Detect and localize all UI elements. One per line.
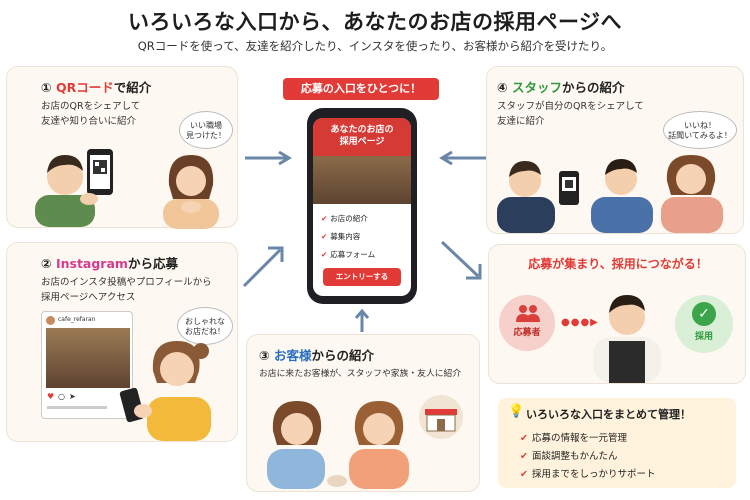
- check-icon: ✔: [520, 469, 528, 480]
- check-icon: ✔: [321, 214, 328, 223]
- phone-page-title: あなたのお店の 採用ページ: [313, 118, 411, 156]
- card-qr-referral: ① QRコードで紹介 お店のQRをシェアして 友達や知り合いに紹介 いい職場 見…: [6, 66, 238, 229]
- arrow-down-right-icon: [440, 240, 482, 280]
- card-staff-heading: ④ スタッフからの紹介: [497, 80, 625, 95]
- list-item[interactable]: ✔お店の紹介: [321, 214, 368, 223]
- card-instagram: ② Instagramから応募 お店のインスタ投稿やプロフィールから 採用ページ…: [6, 242, 238, 442]
- check-icon: ✔: [520, 451, 528, 462]
- progress-dots-arrow-icon: ●●●▶: [561, 317, 599, 328]
- card-qr-heading: ① QRコードで紹介: [41, 80, 152, 95]
- management-card: 💡 いろいろな入口をまとめて管理！ ✔応募の情報を一元管理 ✔面談調整もかんたん…: [498, 398, 736, 488]
- check-icon: ✔: [321, 232, 328, 241]
- two-women-talking-illustration: [267, 401, 409, 489]
- list-item: ✔応募の情報を一元管理: [520, 433, 627, 444]
- speech-bubble: いいね！ 話聞いてみるよ！: [663, 111, 737, 149]
- share-icon: ➤: [69, 392, 76, 401]
- entry-button[interactable]: エントリーする: [323, 268, 401, 286]
- man-showing-phone-illustration: [35, 149, 113, 227]
- arrow-up-icon: [354, 308, 370, 332]
- check-circle-icon: ✓: [692, 302, 716, 326]
- speech-bubble: いい職場 見つけた！: [179, 111, 233, 149]
- arrow-left-icon: [439, 150, 486, 166]
- card-customer-referral: ③ お客様からの紹介 お店に来たお客様が、スタッフや家族・友人に紹介: [246, 334, 480, 492]
- check-icon: ✔: [520, 433, 528, 444]
- shop-owner-illustration: [593, 295, 661, 383]
- recruit-page-phone: あなたのお店の 採用ページ ✔お店の紹介 ✔募集内容 ✔応募フォーム エントリー…: [307, 108, 417, 304]
- card-staff-description: スタッフが自分のQRをシェアして 友達に紹介: [497, 101, 644, 128]
- caption-line: [47, 406, 107, 409]
- applicants-icon: [516, 305, 540, 322]
- list-item[interactable]: ✔応募フォーム: [321, 250, 376, 259]
- arrow-up-right-icon: [242, 246, 284, 288]
- instagram-post-photo: [46, 328, 130, 388]
- card-customer-heading: ③ お客様からの紹介: [259, 348, 374, 363]
- card-instagram-description: お店のインスタ投稿やプロフィールから 採用ページへアクセス: [41, 277, 212, 304]
- page-title: いろいろな入口から、あなたのお店の採用ページへ: [127, 10, 623, 34]
- list-item: ✔面談調整もかんたん: [520, 451, 618, 462]
- management-title: いろいろな入口をまとめて管理！: [526, 408, 691, 421]
- card-qr-description: お店のQRをシェアして 友達や知り合いに紹介: [41, 101, 141, 128]
- lightbulb-icon: 💡: [508, 404, 525, 419]
- card-instagram-heading: ② Instagramから応募: [41, 256, 178, 271]
- card-staff-referral: ④ スタッフからの紹介 スタッフが自分のQRをシェアして 友達に紹介 いいね！ …: [486, 66, 744, 234]
- result-title: 応募が集まり、採用につながる！: [528, 257, 708, 271]
- arrow-right-icon: [245, 150, 292, 166]
- heart-icon: ♥: [47, 392, 55, 401]
- list-item: ✔採用までをしっかりサポート: [520, 469, 656, 480]
- staff-group-illustration: [497, 155, 723, 233]
- instagram-account-name: cafe_refaran: [58, 316, 96, 323]
- card-customer-description: お店に来たお客様が、スタッフや家族・友人に紹介: [259, 369, 462, 379]
- page-subtitle: QRコードを使って、友達を紹介したり、インスタを使ったり、お客様から紹介を受けた…: [137, 39, 613, 53]
- shop-interior-image: [313, 156, 411, 204]
- applicant-circle: 応募者: [499, 295, 555, 351]
- woman-reacting-illustration: [163, 155, 219, 229]
- phone-menu-list: ✔お店の紹介 ✔募集内容 ✔応募フォーム: [321, 210, 407, 264]
- phone-screen: あなたのお店の 採用ページ ✔お店の紹介 ✔募集内容 ✔応募フォーム エントリー…: [313, 118, 411, 296]
- avatar: [46, 316, 55, 325]
- woman-with-phone-illustration: [119, 341, 211, 441]
- result-card: 応募が集まり、採用につながる！ 応募者 ●●●▶ 採用 ✓: [488, 244, 746, 384]
- instagram-post-mock: cafe_refaran ♥ ○ ➤: [41, 311, 133, 419]
- list-item[interactable]: ✔募集内容: [321, 232, 361, 241]
- shop-icon: [419, 395, 463, 439]
- check-icon: ✔: [321, 250, 328, 259]
- center-label: 応募の入口をひとつに！: [283, 78, 439, 100]
- comment-icon: ○: [58, 392, 65, 401]
